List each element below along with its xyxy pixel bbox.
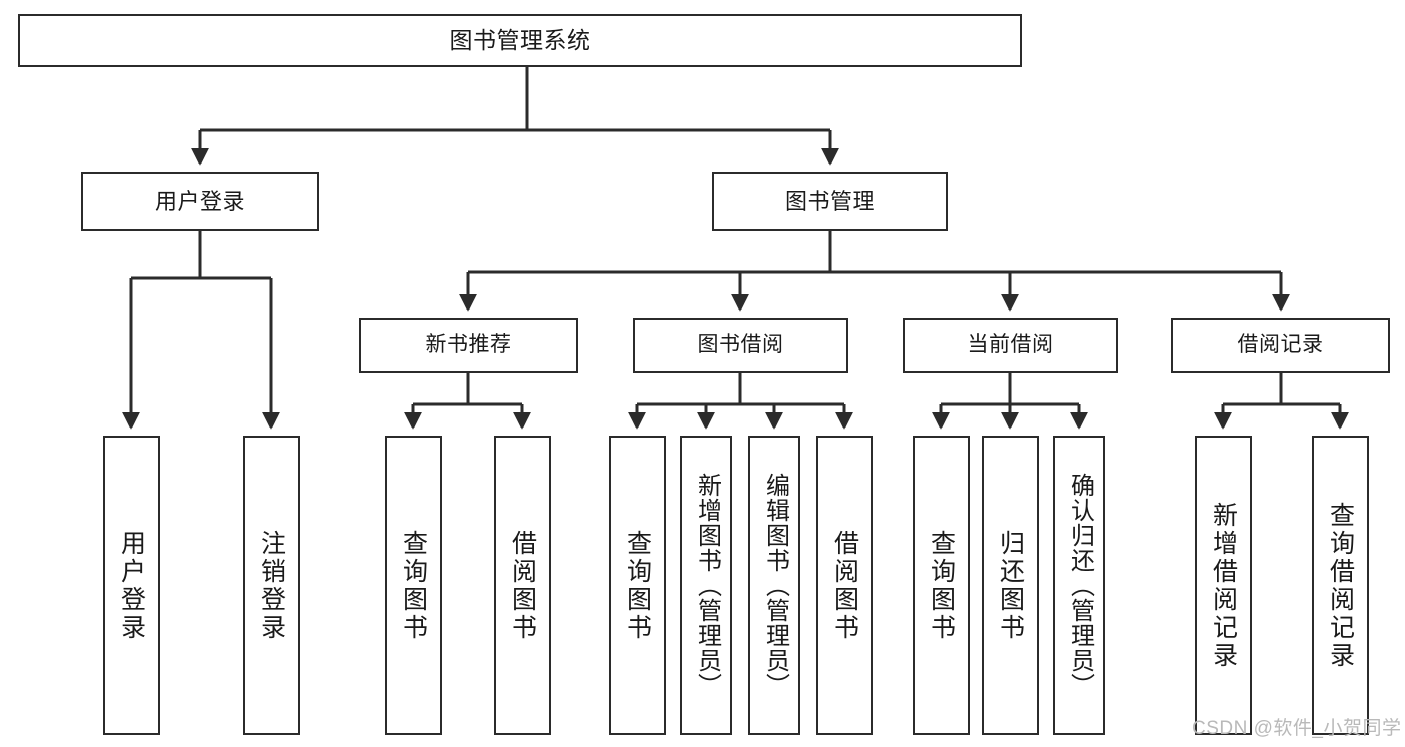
leaf-label: 查询图书 [927,529,956,642]
node-root-label: 图书管理系统 [449,26,591,53]
leaf-node[interactable]: 借阅图书 [494,436,551,735]
leaf-node[interactable]: 借阅图书 [816,436,873,735]
leaf-label: 确认归还（管理员） [1066,473,1094,698]
leaf-node[interactable]: 归还图书 [982,436,1039,735]
leaf-node[interactable]: 查询借阅记录 [1312,436,1369,735]
leaf-label: 新增借阅记录 [1209,501,1238,670]
leaf-node[interactable]: 查询图书 [609,436,666,735]
node-borrow-record[interactable]: 借阅记录 [1171,318,1390,373]
watermark-text: CSDN @软件_小贺同学 [1192,718,1402,739]
leaf-node[interactable]: 查询图书 [385,436,442,735]
leaf-label: 借阅图书 [508,529,537,642]
leaf-label: 用户登录 [117,529,146,642]
node-user-login[interactable]: 用户登录 [81,172,319,231]
leaf-label: 查询借阅记录 [1326,501,1355,670]
node-book-borrow-label: 图书借阅 [697,333,784,357]
node-book-borrow[interactable]: 图书借阅 [633,318,848,373]
leaf-node[interactable]: 注销登录 [243,436,300,735]
leaf-label: 编辑图书（管理员） [761,473,789,698]
leaf-node[interactable]: 编辑图书（管理员） [748,436,800,735]
leaf-node[interactable]: 确认归还（管理员） [1053,436,1105,735]
leaf-node[interactable]: 用户登录 [103,436,160,735]
leaf-label: 借阅图书 [830,529,859,642]
node-borrow-record-label: 借阅记录 [1237,333,1324,357]
leaf-node[interactable]: 新增借阅记录 [1195,436,1252,735]
leaf-label: 注销登录 [257,529,286,642]
node-new-book-recommend[interactable]: 新书推荐 [359,318,578,373]
node-book-management-label: 图书管理 [784,188,875,214]
leaf-label: 归还图书 [996,529,1025,642]
leaf-label: 查询图书 [623,529,652,642]
leaf-node[interactable]: 查询图书 [913,436,970,735]
leaf-node[interactable]: 新增图书（管理员） [680,436,732,735]
node-new-book-recommend-label: 新书推荐 [425,333,512,357]
node-current-borrow-label: 当前借阅 [967,333,1054,357]
node-current-borrow[interactable]: 当前借阅 [903,318,1118,373]
node-book-management[interactable]: 图书管理 [712,172,948,231]
leaf-label: 新增图书（管理员） [693,473,721,698]
node-root-system[interactable]: 图书管理系统 [18,14,1022,67]
leaf-label: 查询图书 [399,529,428,642]
node-user-login-label: 用户登录 [154,188,245,214]
